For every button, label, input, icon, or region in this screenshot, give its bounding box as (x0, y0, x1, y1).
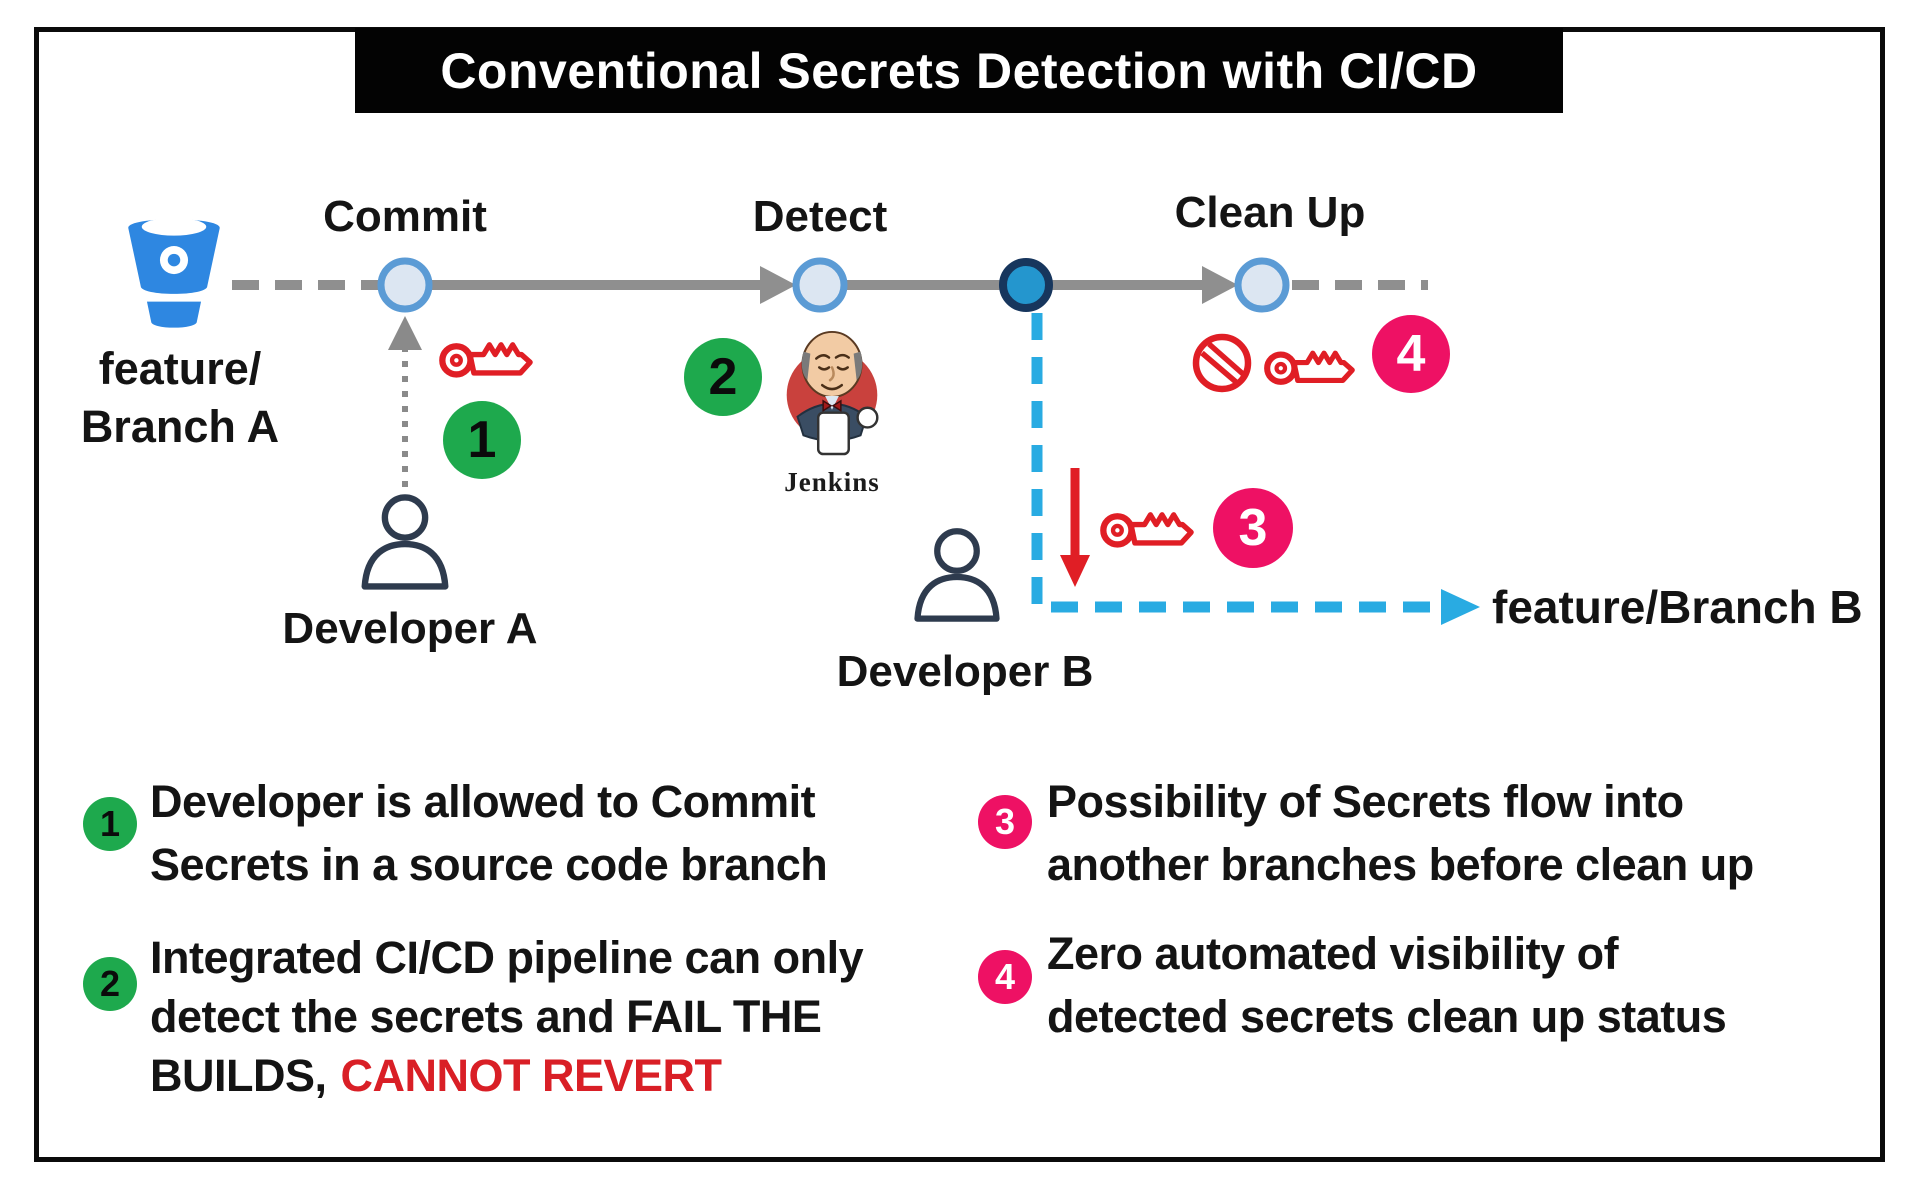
legend-item-2-line2: detect the secrets and FAIL THE (150, 991, 822, 1042)
prohibition-icon (1192, 333, 1252, 393)
developer-b-person-icon (914, 528, 1000, 622)
legend-item-2-line3: BUILDS, CANNOT REVERT (150, 1046, 863, 1105)
step-marker-4: 4 (1372, 315, 1450, 393)
legend-item-1-line1: Developer is allowed to Commit (150, 776, 816, 827)
detect-arrowhead-icon (760, 266, 796, 304)
branch-a-label-line2: Branch A (80, 401, 280, 452)
branch-b-label: feature/Branch B (1492, 581, 1863, 633)
legend-item-3-text: Possibility of Secrets flow into another… (1047, 770, 1754, 896)
secret-flow-red-arrowhead-icon (1060, 555, 1090, 587)
developer-b-label: Developer B (836, 647, 1094, 696)
commit-node (377, 257, 433, 313)
legend-badge-4: 4 (978, 950, 1032, 1004)
legend-item-2-line1: Integrated CI/CD pipeline can only (150, 932, 864, 983)
cleanup-arrowhead-icon (1202, 266, 1238, 304)
legend-badge-2-number: 2 (99, 963, 121, 1004)
legend-item-4-text: Zero automated visibility of detected se… (1047, 922, 1727, 1048)
secret-key-icon-flow (1100, 512, 1194, 548)
jenkins-icon (786, 330, 879, 456)
legend-item-3-line1: Possibility of Secrets flow into (1047, 776, 1684, 827)
page-title: Conventional Secrets Detection with CI/C… (440, 42, 1478, 99)
commit-stage-label: Commit (323, 192, 487, 241)
legend-item-2-cannot-revert: CANNOT REVERT (340, 1050, 723, 1101)
step-marker-3: 3 (1213, 488, 1293, 568)
merge-node (999, 258, 1053, 312)
developer-a-label: Developer A (282, 604, 538, 653)
legend-item-1-line2: Secrets in a source code branch (150, 839, 828, 890)
branch-b-dashed-path (1031, 313, 1441, 613)
legend-badge-2: 2 (83, 957, 137, 1011)
legend-item-2-line3-prefix: BUILDS, (150, 1050, 327, 1101)
secret-key-icon-commit (439, 342, 533, 378)
legend-item-2-text: Integrated CI/CD pipeline can only detec… (150, 928, 864, 1105)
cleanup-stage-label: Clean Up (1174, 188, 1366, 237)
legend-item-1-text: Developer is allowed to Commit Secrets i… (150, 770, 828, 896)
developer-a-up-arrowhead-icon (388, 316, 422, 350)
legend-item-4-line2: detected secrets clean up status (1047, 991, 1727, 1042)
cleanup-node (1234, 257, 1290, 313)
legend-item-4-line1: Zero automated visibility of (1047, 928, 1619, 979)
legend-badge-3-number: 3 (994, 801, 1016, 842)
title-banner: Conventional Secrets Detection with CI/C… (355, 28, 1563, 113)
branch-b-arrowhead-icon (1441, 589, 1480, 625)
detect-node (792, 257, 848, 313)
branch-a-label: feature/ Branch A (50, 340, 310, 456)
developer-a-person-icon (361, 494, 449, 590)
secret-key-icon-cleanup (1264, 350, 1355, 385)
detect-stage-label: Detect (752, 192, 888, 241)
legend-badge-1-number: 1 (99, 803, 121, 844)
step-marker-4-number: 4 (1396, 325, 1426, 383)
bitbucket-icon (128, 217, 220, 328)
step-marker-1: 1 (443, 401, 521, 479)
step-marker-3-number: 3 (1238, 499, 1268, 557)
branch-a-label-line1: feature/ (98, 343, 262, 394)
step-marker-2-number: 2 (708, 348, 738, 406)
step-marker-1-number: 1 (467, 411, 497, 469)
legend-item-3-line2: another branches before clean up (1047, 839, 1754, 890)
legend-badge-3: 3 (978, 795, 1032, 849)
step-marker-2: 2 (684, 338, 762, 416)
jenkins-wordmark: Jenkins (784, 467, 880, 497)
legend-badge-1: 1 (83, 797, 137, 851)
legend-badge-4-number: 4 (994, 956, 1016, 997)
